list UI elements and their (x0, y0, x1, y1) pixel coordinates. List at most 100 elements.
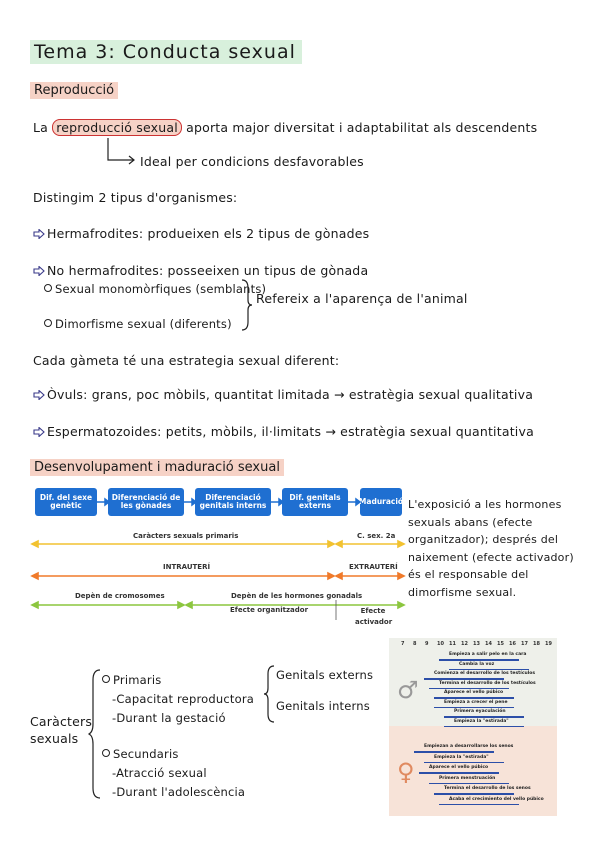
puberty-event-label: Comienza el desarrollo de los testículos (434, 671, 536, 676)
puberty-event-bar (429, 782, 509, 784)
puberty-event-bar (444, 716, 524, 718)
genitals-externs-text: Genitals externs (276, 668, 374, 682)
hermafrodites-line: Hermafrodites: produeixen els 2 tipus de… (33, 226, 369, 241)
female-section-bg (389, 726, 557, 816)
puberty-event-bar (434, 706, 514, 708)
left-brace-icon (263, 665, 275, 723)
elbow-arrow-icon (107, 138, 135, 165)
puberty-event-bar (439, 803, 519, 805)
age-tick-label: 19 (545, 641, 552, 647)
age-tick-label: 16 (509, 641, 516, 647)
capacitat-text: -Capacitat reproductora (112, 692, 255, 706)
age-tick-label: 10 (437, 641, 444, 647)
puberty-event-label: Primera eyaculación (454, 709, 506, 714)
puberty-event-bar (439, 659, 519, 661)
age-tick-label: 12 (461, 641, 468, 647)
puberty-event-label: Termina el desarrollo de los senos (444, 786, 531, 791)
flow-box-genitals-externs: Dif. genitals externs (282, 488, 348, 516)
dimorfisme-text: Dimorfisme sexual (diferents) (55, 317, 232, 331)
right-brace-icon (241, 279, 253, 331)
puberty-event-label: Primera menstruación (439, 775, 496, 781)
esperma-text: Espermatozoides: petits, mòbils, il·limi… (47, 424, 534, 439)
puberty-event-bar (434, 697, 514, 699)
left-brace-icon (88, 669, 101, 799)
flow-box-maduracio: Maduració (359, 488, 403, 516)
label-intrauteri: INTRAUTERÍ (160, 563, 214, 571)
circle-bullet-icon (44, 284, 52, 292)
line1-pre: La (33, 120, 53, 135)
atraccio-text: -Atracció sexual (112, 766, 207, 780)
dimorfisme-item: Dimorfisme sexual (diferents) (44, 317, 232, 331)
age-tick-label: 8 (413, 641, 417, 647)
puberty-timeline-image: 7 8 9 10 11 12 13 14 15 16 17 18 19 ♂ ♀ Empieza a sa… (389, 638, 557, 816)
age-tick-label: 13 (473, 641, 480, 647)
arrow-bullet-icon (33, 229, 45, 239)
monomorfiques-item: Sexual monomòrfiques (semblants) (44, 282, 266, 296)
age-tick-label: 15 (497, 641, 504, 647)
age-tick-label: 17 (521, 641, 528, 647)
gestacio-text: -Durant la gestació (112, 711, 226, 725)
puberty-event-bar (414, 751, 494, 753)
arrow-bullet-icon (33, 390, 45, 400)
ovuls-line: Òvuls: grans, poc mòbils, quantitat limi… (33, 387, 533, 402)
page-title: Tema 3: Conducta sexual (30, 40, 302, 64)
label-efecte-organitzador: Efecte organitzador (230, 606, 309, 614)
note-line: és el responsable del (408, 568, 529, 581)
note-line: dimorfisme sexual. (408, 585, 517, 599)
puberty-event-bar (429, 687, 509, 689)
label-caracters-primaris: Caràcters sexuals primaris (130, 532, 242, 540)
label-efecte-activador: Efecte activador (355, 607, 393, 626)
note-line: L'exposició a les hormones (408, 498, 562, 511)
circle-bullet-icon (44, 319, 52, 327)
puberty-event-label: Termina el desarrollo de los testículos (439, 680, 536, 686)
flow-box-gonades: Diferenciació de les gònades (108, 488, 184, 516)
section-heading-desenvolupament: Desenvolupament i maduració sexual (30, 459, 284, 476)
age-tick-label: 14 (485, 641, 492, 647)
arrow-bullet-icon (33, 266, 45, 276)
caracters-label-line2: sexuals (30, 731, 79, 746)
puberty-event-label: Empieza a salir pelo en la cara (449, 652, 527, 657)
puberty-event-label: Empieza la "estirada" (454, 718, 509, 724)
no-hermafrodites-text: No hermafrodites: posseeixen un tipus de… (47, 263, 369, 278)
arrow-bullet-icon (33, 427, 45, 437)
primaris-item: Primaris (102, 673, 161, 687)
puberty-event-label: Acaba el crecimiento del vello púbico (449, 796, 544, 802)
gameta-line: Cada gàmeta té una estrategia sexual dif… (33, 353, 340, 368)
note-line: organitzador); després del (408, 533, 559, 546)
puberty-event-label: Cambia la voz (459, 661, 495, 667)
distingim-line: Distingim 2 tipus d'organismes: (33, 190, 238, 205)
puberty-event-label: Aparece el vello púbico (429, 765, 489, 770)
note-line: naixement (efecte activador) (408, 550, 574, 564)
age-tick-label: 9 (425, 641, 429, 647)
hermafrodites-text: Hermafrodites: produeixen els 2 tipus de… (47, 226, 370, 241)
line1-post: aporta major diversitat i adaptabilitat … (181, 120, 538, 135)
puberty-event-bar (444, 725, 524, 727)
genitals-interns-text: Genitals interns (276, 699, 370, 713)
ovuls-text: Òvuls: grans, poc mòbils, quantitat limi… (47, 387, 534, 402)
no-hermafrodites-line: No hermafrodites: posseeixen un tipus de… (33, 263, 368, 278)
age-tick-label: 7 (401, 641, 405, 647)
flow-box-sexe-genetic: Dif. del sexe genètic (35, 488, 97, 516)
puberty-event-bar (424, 678, 504, 680)
puberty-event-bar (424, 761, 504, 763)
label-cromosomes: Depèn de cromosomes (72, 592, 168, 600)
circle-bullet-icon (102, 749, 110, 757)
esperma-line: Espermatozoides: petits, mòbils, il·limi… (33, 424, 534, 439)
puberty-event-label: Empieza la "estirada" (434, 754, 489, 760)
label-extrauteri: EXTRAUTERÍ (347, 563, 400, 571)
refereix-text: Refereix a l'aparença de l'animal (256, 291, 468, 306)
age-tick-label: 11 (449, 641, 456, 647)
puberty-event-label: Empiezan a desarrollarse los senos (424, 744, 514, 749)
male-symbol: ♂ (397, 676, 419, 704)
reproduction-line: La reproducció sexual aporta major diver… (33, 119, 538, 136)
caracters-sexuals-label: Caràcters sexuals (30, 713, 92, 747)
secundaris-text: Secundaris (113, 747, 179, 761)
section-heading-reproduccio: Reproducció (30, 82, 119, 99)
age-tick-label: 18 (533, 641, 540, 647)
puberty-event-label: Aparece el vello púbico (444, 690, 504, 695)
hormones-note: L'exposició a les hormones sexuals abans… (408, 496, 574, 601)
female-symbol: ♀ (397, 758, 415, 786)
line1-highlight: reproducció sexual (52, 119, 182, 136)
adolescencia-text: -Durant l'adolescència (112, 785, 246, 799)
puberty-event-label: Empieza a crecer el pene (444, 699, 508, 705)
